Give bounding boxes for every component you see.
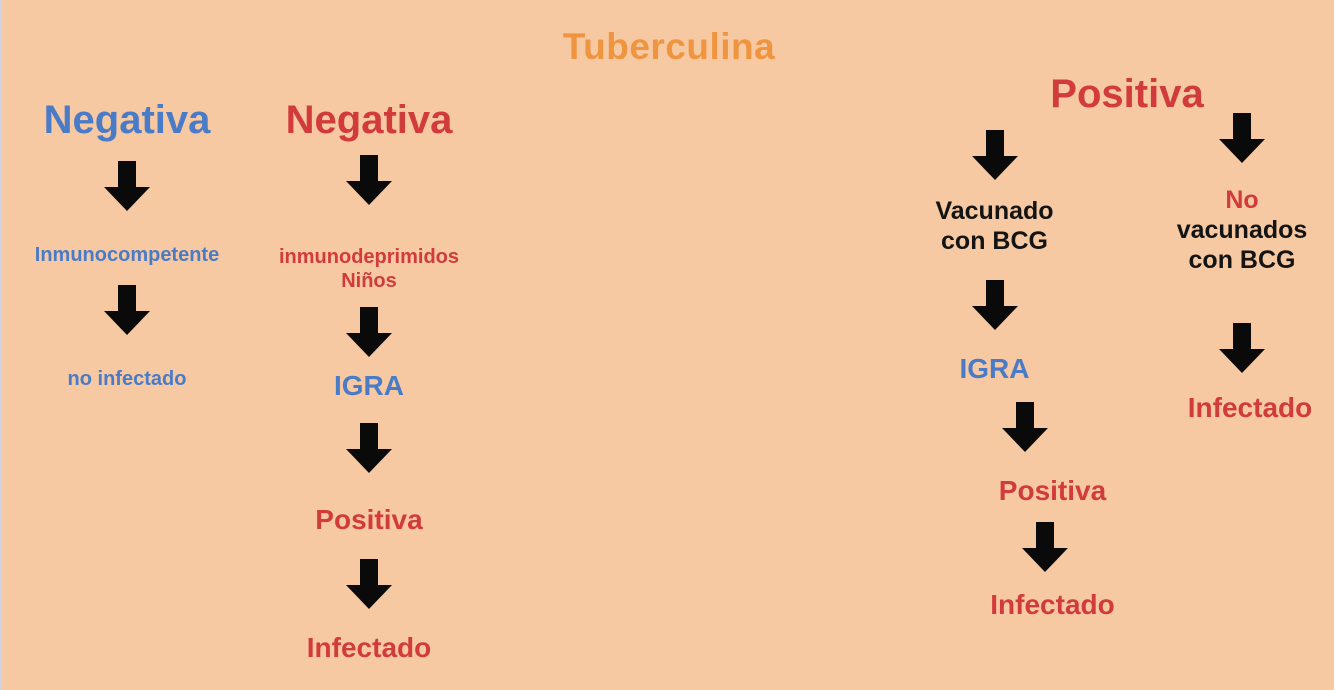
down-arrow-icon xyxy=(346,155,392,205)
not-vaccinated-line2: vacunados xyxy=(1176,216,1308,244)
positive-step-label: Positiva xyxy=(998,475,1107,506)
igra-label: IGRA xyxy=(959,353,1030,384)
positive-step-label: Positiva xyxy=(315,504,423,535)
down-arrow-icon xyxy=(1001,402,1048,452)
vaccinated-line1: Vacunado xyxy=(935,197,1054,225)
down-arrow-icon xyxy=(104,285,150,335)
down-arrow-icon xyxy=(1219,113,1265,163)
branch-not-vaccinated-bcg: No vacunados con BCG Infectado xyxy=(1152,113,1332,425)
infected-result: Infectado xyxy=(1187,392,1313,423)
not-vaccinated-line1: No xyxy=(1225,186,1259,214)
down-arrow-icon xyxy=(1219,323,1265,373)
immunocompetent-label: Inmunocompetente xyxy=(34,244,220,266)
down-arrow-icon xyxy=(346,559,392,609)
vaccinated-line2: con BCG xyxy=(941,227,1048,255)
vaccinated-bcg-label: Vacunado con BCG xyxy=(935,196,1053,256)
not-vaccinated-line3: con BCG xyxy=(1188,246,1296,274)
infected-result: Infectado xyxy=(306,632,432,663)
immunosuppressed-line1: inmunodeprimidos xyxy=(279,246,459,268)
infected-result: Infectado xyxy=(990,589,1115,620)
not-vaccinated-bcg-label: No vacunados con BCG xyxy=(1177,185,1308,275)
down-arrow-icon xyxy=(971,280,1018,330)
flow-negative-immunocompetent: Negativa Inmunocompetente no infectado xyxy=(22,95,232,391)
page-title: Tuberculina xyxy=(562,26,776,67)
down-arrow-icon xyxy=(104,161,150,211)
immunosuppressed-label: inmunodeprimidos Niños xyxy=(279,245,459,293)
igra-label: IGRA xyxy=(334,370,404,401)
down-arrow-icon xyxy=(346,307,392,357)
immunosuppressed-line2: Niños xyxy=(341,270,397,292)
branch-vaccinated-bcg: Vacunado con BCG IGRA Positiva Infectado xyxy=(887,130,1115,622)
down-arrow-icon xyxy=(346,423,392,473)
negative-red-header: Negativa xyxy=(285,98,453,142)
not-infected-result: no infectado xyxy=(67,368,187,390)
negative-blue-header: Negativa xyxy=(43,98,211,142)
positive-header: Positiva xyxy=(1050,72,1204,116)
flow-negative-immunosuppressed: Negativa inmunodeprimidos Niños IGRA Pos… xyxy=(264,95,474,665)
down-arrow-icon xyxy=(971,130,1018,180)
down-arrow-icon xyxy=(1021,522,1068,572)
